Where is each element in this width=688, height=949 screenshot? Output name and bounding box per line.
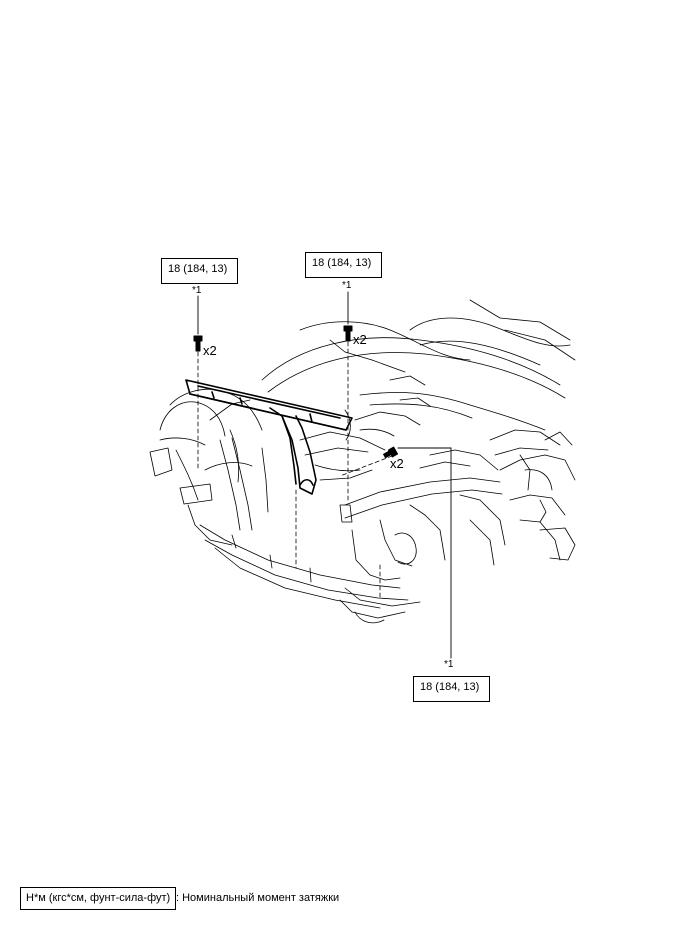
lower-radiator-support bbox=[199, 524, 421, 624]
bolt-quantity: x2 bbox=[353, 332, 367, 347]
left-apron-outline bbox=[149, 388, 263, 546]
leader-lines bbox=[197, 291, 452, 659]
torque-value-box: 18 (184, 13) bbox=[413, 676, 490, 702]
bolt-icon bbox=[343, 325, 353, 342]
callout-marker: *1 bbox=[444, 659, 454, 670]
bolt-icon bbox=[193, 335, 203, 352]
callout-marker: *1 bbox=[342, 280, 352, 291]
torque-value-box: 18 (184, 13) bbox=[161, 258, 238, 284]
right-frame-outline bbox=[339, 429, 576, 581]
bolt-icon bbox=[383, 446, 399, 459]
torque-value-box: 18 (184, 13) bbox=[305, 252, 382, 278]
radiator-support-brace bbox=[185, 379, 353, 495]
left-vertical-support bbox=[219, 437, 269, 531]
bolt-quantity: x2 bbox=[203, 343, 217, 358]
engine-bay-detail bbox=[299, 375, 431, 481]
torque-unit-legend: Н*м (кгс*см, фунт-сила-фут) bbox=[20, 887, 177, 910]
dashed-alignment-lines bbox=[197, 341, 393, 601]
callout-marker: *1 bbox=[192, 285, 202, 296]
cowl-outline bbox=[261, 299, 576, 431]
bolt-quantity: x2 bbox=[390, 456, 404, 471]
legend-description: : Номинальный момент затяжки bbox=[176, 892, 340, 904]
